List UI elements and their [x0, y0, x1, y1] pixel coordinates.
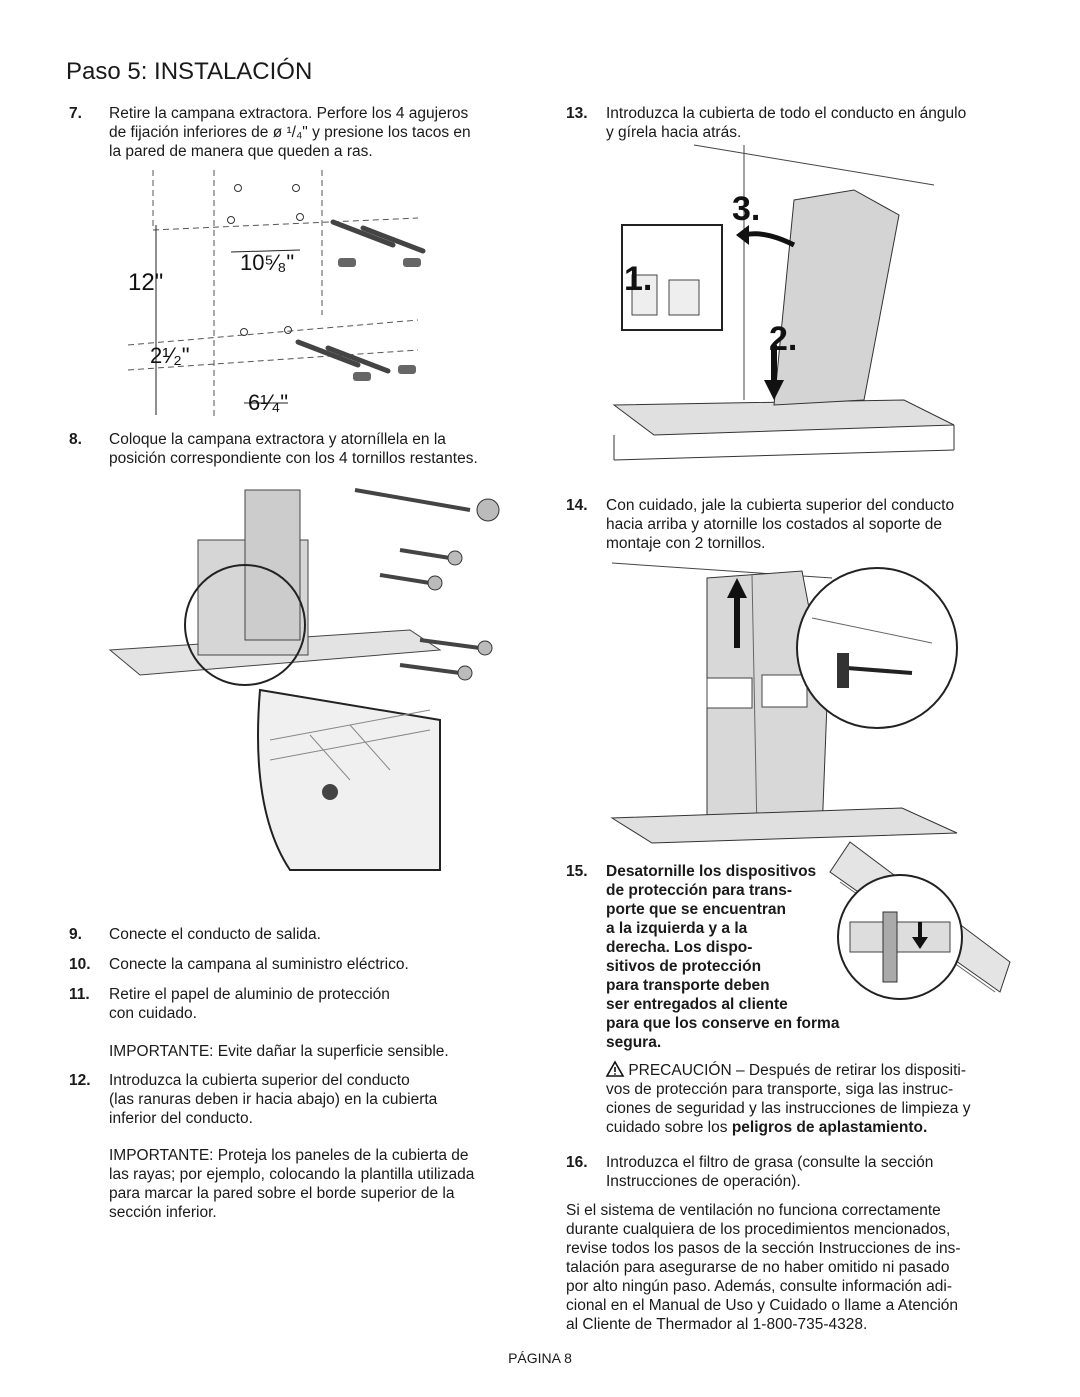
note-line: IMPORTANTE: Proteja los paneles de la cu…: [109, 1147, 469, 1164]
step-number: 10.: [69, 956, 91, 973]
closing-line: al Cliente de Thermador al 1-800-735-432…: [566, 1316, 868, 1333]
closing-line: cional en el Manual de Uso y Cuidado o l…: [566, 1297, 959, 1314]
sequence-number-3: 3.: [732, 190, 760, 228]
note-line: las rayas; por ejemplo, colocando la pla…: [109, 1166, 475, 1183]
step-line: Con cuidado, jale la cubierta superior d…: [606, 497, 955, 514]
page-title: Paso 5: INSTALACIÓN: [66, 58, 313, 85]
step-line: y gírela hacia atrás.: [606, 124, 742, 141]
closing-line: por alto ningún paso. Además, consulte i…: [566, 1278, 953, 1295]
caution-line: ciones de seguridad y las instrucciones …: [606, 1100, 971, 1117]
step-line: sitivos de protección: [606, 958, 762, 975]
step-line: ser entregados al cliente: [606, 996, 788, 1013]
step-number: 12.: [69, 1072, 91, 1089]
dimension-10-5-8: 10⁵⁄₈": [240, 250, 294, 275]
step-number: 14.: [566, 497, 588, 514]
step-line: hacia arriba y atornille los costados al…: [606, 516, 943, 533]
step-line: Instrucciones de operación).: [606, 1173, 801, 1190]
step-line: a la izquierda y a la: [606, 920, 748, 937]
step-number: 9.: [69, 926, 82, 943]
closing-line: revise todos los pasos de la sección Ins…: [566, 1240, 961, 1257]
step-line: con cuidado.: [109, 1005, 197, 1022]
caution-text: PRECAUCIÓN – Después de retirar los disp…: [628, 1062, 966, 1079]
duct-cover-diagram: 3. 1. 2.: [612, 144, 955, 461]
step-number: 8.: [69, 431, 82, 448]
warning-triangle-icon: [605, 1060, 625, 1077]
drilling-diagram: 12" 10⁵⁄₈" 2¹⁄₂" 6¹⁄₄": [127, 170, 426, 420]
step-line: de fijación inferiores de ø ¹/₄" y presi…: [109, 124, 471, 141]
step-line: para que los conserve en forma: [606, 1015, 840, 1032]
closing-line: talación para asegurarse de no haber omi…: [566, 1259, 950, 1276]
step-number: 7.: [69, 105, 82, 122]
step-line: segura.: [606, 1034, 662, 1051]
step-line: Introduzca la cubierta superior del cond…: [109, 1072, 410, 1089]
step-line: Conecte el conducto de salida.: [109, 926, 321, 943]
step-12-note: IMPORTANTE: Proteja los paneles de la cu…: [109, 1146, 529, 1222]
step-line: la pared de manera que queden a ras.: [109, 143, 373, 160]
caution-line: cuidado sobre los peligros de aplastamie…: [606, 1118, 1026, 1137]
sequence-number-1: 1.: [624, 260, 652, 298]
transport-protection-diagram: [829, 841, 1011, 1000]
step-number: 11.: [69, 986, 90, 1003]
upper-duct-diagram: [610, 562, 958, 844]
step-line: inferior del conducto.: [109, 1110, 253, 1127]
closing-line: Si el sistema de ventilación no funciona…: [566, 1202, 941, 1219]
step-number: 16.: [566, 1154, 588, 1171]
dimension-12: 12": [128, 269, 163, 296]
note-line: sección inferior.: [109, 1204, 217, 1221]
step-line: (las ranuras deben ir hacia abajo) en la…: [109, 1091, 438, 1108]
page-number: PÁGINA 8: [508, 1350, 572, 1366]
caution-text: cuidado sobre los: [606, 1119, 732, 1136]
closing-line: durante cualquiera de los procedimientos…: [566, 1221, 951, 1238]
dimension-2-1-2: 2¹⁄₂": [150, 343, 190, 368]
step-line: montaje con 2 tornillos.: [606, 535, 766, 552]
step-line: Retire el papel de aluminio de protecció…: [109, 986, 390, 1003]
dimension-6-1-4: 6¹⁄₄": [248, 390, 288, 415]
step-line: Retire la campana extractora. Perfore lo…: [109, 105, 469, 122]
step-line: Conecte la campana al suministro eléctri…: [109, 956, 409, 973]
note-line: para marcar la pared sobre el borde supe…: [109, 1185, 455, 1202]
step-line: Coloque la campana extractora y atorníll…: [109, 431, 446, 448]
step-number: 13.: [566, 105, 588, 122]
step-line: de protección para trans-: [606, 882, 793, 899]
step-line: derecha. Los dispo-: [606, 939, 753, 956]
caution-line: vos de protección para transporte, siga …: [606, 1081, 954, 1098]
caution-line: PRECAUCIÓN – Después de retirar los disp…: [605, 1060, 1026, 1080]
step-line: Introduzca la cubierta de todo el conduc…: [606, 105, 967, 122]
hood-mounting-diagram: [108, 488, 500, 871]
caution-block: PRECAUCIÓN – Después de retirar los disp…: [605, 1060, 1026, 1137]
step-line: posición correspondiente con los 4 torni…: [109, 450, 478, 467]
step-line: porte que se encuentran: [606, 901, 787, 918]
crushing-hazard-text: peligros de aplastamiento.: [731, 1119, 928, 1136]
step-line: para transporte deben: [606, 977, 770, 994]
step-11-note: IMPORTANTE: Evite dañar la superficie se…: [109, 1043, 449, 1060]
step-number: 15.: [566, 863, 588, 880]
step-line: Desatornille los dispositivos: [606, 863, 817, 880]
closing-paragraph: Si el sistema de ventilación no funciona…: [566, 1201, 1026, 1334]
step-line: Introduzca el filtro de grasa (consulte …: [606, 1154, 934, 1171]
